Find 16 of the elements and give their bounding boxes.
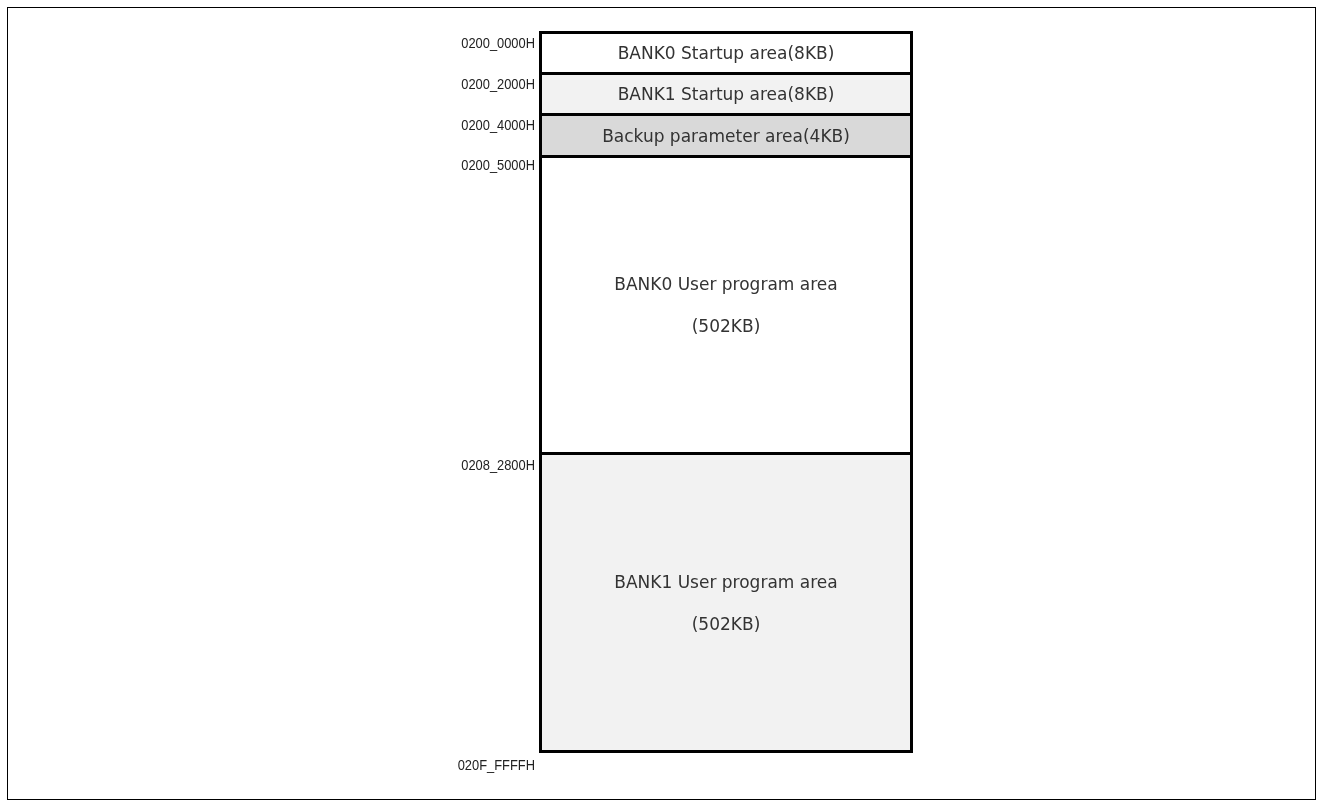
address-label: 020F_FFFFH (456, 757, 535, 773)
memory-region-box (539, 113, 913, 158)
address-label: 0200_0000H (460, 35, 535, 51)
region-label: BANK0 User program area (502KB) (613, 273, 839, 338)
address-label: 0208_2800H (460, 457, 535, 473)
address-label: 0200_5000H (460, 157, 535, 173)
region-label: BANK1 Startup area(8KB) (617, 83, 835, 106)
memory-region-box (539, 452, 913, 753)
memory-region-box (539, 155, 913, 455)
address-label: 0200_2000H (460, 76, 535, 92)
address-label: 0200_4000H (460, 117, 535, 133)
memory-region-box (539, 31, 913, 75)
region-label: Backup parameter area(4KB) (602, 124, 850, 148)
region-label: BANK1 User program area (502KB) (613, 570, 839, 636)
region-label: BANK0 Startup area(8KB) (617, 42, 835, 65)
memory-region-box (539, 72, 913, 116)
